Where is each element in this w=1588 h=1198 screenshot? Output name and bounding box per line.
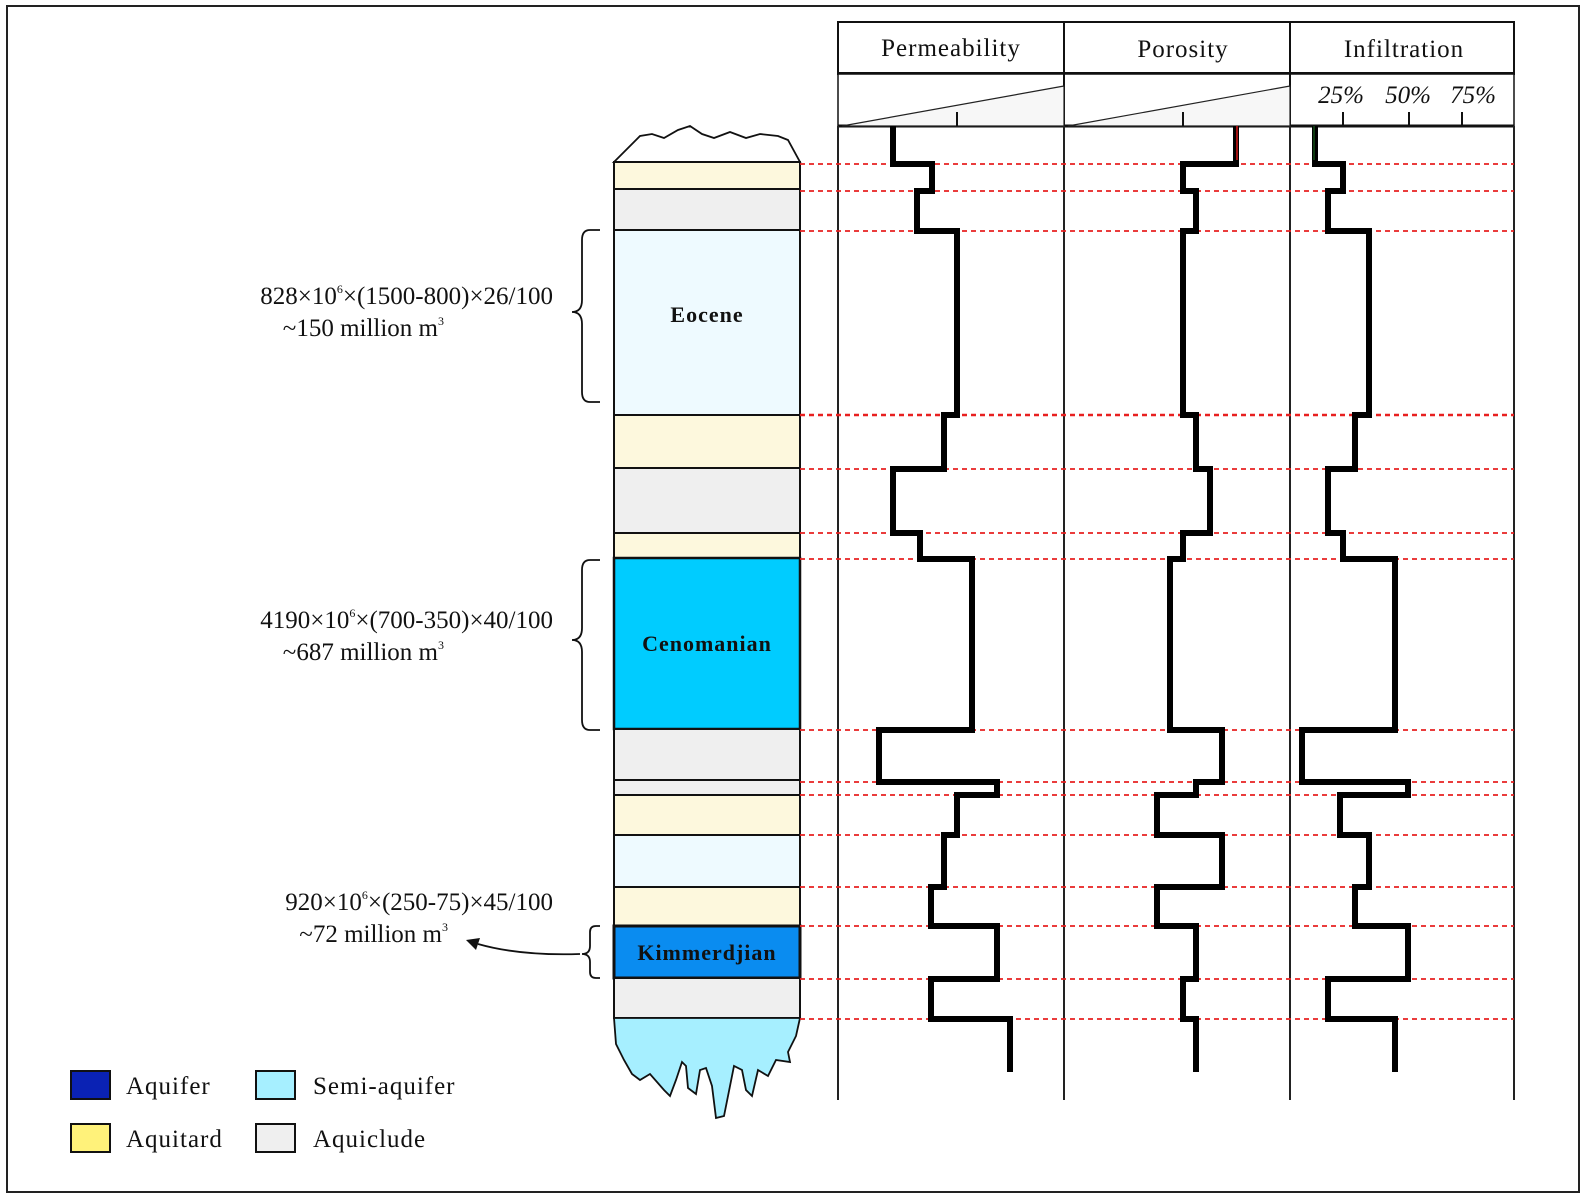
- kimmerdjian-result: ~72 million m3: [299, 920, 448, 948]
- braces: [571, 229, 600, 979]
- permeability-title: Permeability: [881, 35, 1021, 62]
- kimmerdjian-arrowhead: [466, 938, 480, 950]
- kimmerdjian-formula: 920×106×(250-75)×45/100: [285, 888, 553, 916]
- layer-cenomanian: [612, 556, 802, 731]
- legend: Aquifer Semi-aquifer Aquitard Aquiclude: [70, 1070, 456, 1153]
- legend-label-aquiclude: Aquiclude: [313, 1126, 426, 1153]
- layer-aquitard-3: [613, 532, 801, 559]
- eocene-result: ~150 million m3: [283, 314, 444, 342]
- legend-swatch-aquifer: [70, 1070, 111, 1100]
- brace-cenomanian: [571, 559, 600, 731]
- porosity-title: Porosity: [1137, 36, 1228, 63]
- layer-aquitard-1: [613, 161, 801, 190]
- legend-label-semi-aquifer: Semi-aquifer: [313, 1073, 456, 1100]
- header-cell-permeability: [837, 21, 1065, 75]
- scale-row: 25% 50% 75%: [837, 73, 1515, 128]
- column-top-cap: [611, 125, 802, 163]
- layer-aquitard-5: [613, 886, 801, 927]
- brace-kimmerdjian: [581, 925, 600, 979]
- infiltration-title: Infiltration: [1344, 36, 1464, 63]
- infiltration-profile: [1299, 126, 1411, 1072]
- legend-swatch-aquitard: [70, 1123, 111, 1153]
- brace-eocene: [571, 229, 600, 403]
- layer-kimmerdjian: [612, 924, 802, 980]
- layer-bottom-aquifer: [613, 1017, 802, 1120]
- cenomanian-formula: 4190×106×(700-350)×40/100: [260, 606, 553, 634]
- layer-aquiclude-3: [613, 728, 801, 781]
- legend-swatch-aquiclude: [255, 1123, 296, 1153]
- layer-aquiclude-1: [613, 188, 801, 231]
- porosity-scale-wedge: [1067, 85, 1291, 127]
- stratigraphic-column: Eocene Cenomanian Kimmerdjian: [611, 125, 802, 1120]
- porosity-profile: [1154, 126, 1239, 1072]
- layer-aquitard-2: [613, 414, 801, 469]
- permeability-scale-wedge: [841, 85, 1065, 127]
- layer-semi-aquifer-light: [613, 834, 801, 888]
- layer-aquiclude-4: [613, 779, 801, 796]
- annotations: 828×106×(1500-800)×26/100 ~150 million m…: [260, 282, 553, 948]
- cenomanian-result: ~687 million m3: [283, 638, 444, 666]
- column-lines: [837, 126, 1515, 1100]
- label-kimmerdjian: Kimmerdjian: [637, 940, 776, 965]
- label-eocene: Eocene: [670, 302, 743, 327]
- legend-swatch-semi-aquifer: [255, 1070, 296, 1100]
- eocene-formula: 828×106×(1500-800)×26/100: [260, 282, 553, 310]
- infiltration-tick-label-25: 25%: [1318, 82, 1364, 109]
- header-cell-infiltration: [1289, 21, 1515, 75]
- layer-eocene: [613, 229, 801, 416]
- label-cenomanian: Cenomanian: [642, 631, 772, 656]
- legend-label-aquifer: Aquifer: [126, 1073, 211, 1100]
- permeability-profile: [876, 126, 1013, 1072]
- profiles: [876, 126, 1411, 1072]
- layer-aquiclude-2: [613, 467, 801, 534]
- layer-aquiclude-5: [613, 977, 801, 1019]
- layer-aquitard-4: [613, 794, 801, 836]
- column-headers: Permeability Porosity Infiltration: [837, 21, 1515, 76]
- legend-label-aquitard: Aquitard: [126, 1126, 223, 1153]
- infiltration-tick-label-75: 75%: [1450, 82, 1496, 109]
- infiltration-tick-label-50: 50%: [1385, 82, 1431, 109]
- kimmerdjian-arrow-line: [477, 943, 581, 956]
